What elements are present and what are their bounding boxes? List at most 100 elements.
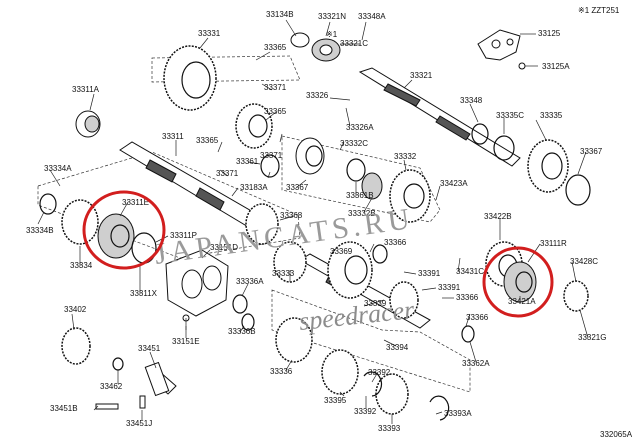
label-33402: 33402: [64, 305, 87, 314]
label-33421a: 33421A: [508, 297, 536, 306]
label-33335: 33335: [540, 111, 563, 120]
highlight-33311e: [82, 190, 166, 270]
label-33391-b: 33391: [438, 283, 461, 292]
label-33423a: 33423A: [440, 179, 468, 188]
clip-33393a: [429, 395, 450, 421]
shift-fork-bracket: [477, 29, 521, 61]
label-33451j: 33451J: [126, 419, 152, 428]
pin-33451j: [139, 395, 146, 409]
label-33366-c: 33366: [466, 313, 489, 322]
diagram-code: 332065A: [600, 430, 633, 439]
label-33321g: 33321G: [578, 333, 606, 342]
label-33151e: 33151E: [172, 337, 200, 346]
label-33332b: 33332B: [348, 209, 376, 218]
label-33125a: 33125A: [542, 62, 570, 71]
bolt-33125a: [518, 62, 538, 70]
label-33394: 33394: [386, 343, 409, 352]
ring-33336a: [232, 294, 248, 314]
ring-33362a: [461, 325, 475, 343]
label-33422b: 33422B: [484, 212, 512, 221]
gear-33369: [327, 241, 373, 299]
sub-note: ※1: [326, 30, 338, 39]
input-shaft-outline: [37, 151, 301, 259]
label-33336: 33336: [270, 367, 293, 376]
label-33391-a: 33391: [418, 269, 441, 278]
label-33333: 33333: [272, 269, 295, 278]
label-33451b: 33451B: [50, 404, 78, 413]
label-33365-c: 33365: [196, 136, 219, 145]
highlight-33321a: [482, 246, 554, 318]
label-33332c: 33332C: [340, 139, 368, 148]
label-33334a: 33334A: [44, 164, 72, 173]
label-33134b: 33134B: [266, 10, 294, 19]
label-33336b: 33336B: [228, 327, 256, 336]
gear-33395: [321, 349, 359, 395]
label-33321: 33321: [410, 71, 433, 80]
gear-33402: [61, 327, 91, 365]
label-33428c: 33428C: [570, 257, 598, 266]
label-33311p: 33311P: [170, 231, 197, 240]
label-33451: 33451: [138, 344, 161, 353]
label-33151d: 33151D: [210, 243, 238, 252]
label-33367-a: 33367: [580, 147, 603, 156]
label-33366-a: 33366: [384, 238, 407, 247]
label-33431c: 33431C: [456, 267, 484, 276]
model-note: ※1 ZZT251: [578, 6, 620, 15]
ring-33334a: [39, 193, 57, 215]
label-33361: 33361: [236, 157, 259, 166]
label-33365-a: 33365: [264, 43, 287, 52]
label-33311x: 33311X: [130, 289, 158, 298]
label-33366-b: 33366: [456, 293, 479, 302]
label-33368: 33368: [280, 211, 303, 220]
label-33362a: 33362A: [462, 359, 490, 368]
shaft-33451: [144, 361, 177, 397]
label-33311: 33311: [162, 132, 184, 141]
label-33361b: 33361B: [346, 191, 374, 200]
label-33183a: 33183A: [240, 183, 268, 192]
label-33311a: 33311A: [72, 85, 100, 94]
ring-33462: [112, 357, 124, 371]
label-33392-b: 33392: [354, 407, 377, 416]
bearing-33311e: [97, 213, 135, 259]
shaft-bearing-top: [290, 32, 341, 62]
label-33111r: 33111R: [540, 239, 567, 248]
gear-33336: [275, 317, 313, 363]
counter-shaft-outline: [281, 135, 441, 223]
output-shaft: [358, 67, 521, 167]
label-33334b: 33334B: [26, 226, 54, 235]
sleeve-33332c: [295, 137, 325, 175]
ring-33361b: [346, 158, 366, 182]
label-33395: 33395: [324, 396, 347, 405]
bearing-retainer-33151d: [165, 249, 229, 317]
gear-33368: [245, 203, 279, 245]
label-33125: 33125: [538, 29, 561, 38]
lower-outline: [271, 289, 471, 393]
label-33365-b: 33365: [264, 107, 287, 116]
part-labels: 33134B 33321N 33348A 33125 33321C 33331 …: [26, 10, 606, 433]
label-33348: 33348: [460, 96, 483, 105]
label-33371-c: 33371: [216, 169, 239, 178]
label-33326a: 33326A: [346, 123, 374, 132]
label-33367-b: 33367: [286, 183, 309, 192]
label-33348a: 33348A: [358, 12, 386, 21]
gear-33339: [389, 281, 419, 319]
label-33321n: 33321N: [318, 12, 346, 21]
bolt-33451b: [95, 403, 119, 410]
label-33371-b: 33371: [260, 151, 283, 160]
label-33331: 33331: [198, 29, 221, 38]
ring-33335c: [493, 135, 515, 161]
ring-33336b: [241, 313, 255, 331]
ring-33367: [565, 174, 591, 206]
ring-33361: [260, 154, 280, 178]
gear-33335: [527, 139, 569, 193]
ring-33366: [372, 244, 388, 264]
label-33326: 33326: [306, 91, 329, 100]
input-shaft: [119, 141, 261, 229]
gear-33365: [235, 103, 273, 149]
label-33321c: 33321C: [340, 39, 368, 48]
label-33392-a: 33392: [368, 368, 391, 377]
clip-33392: [363, 371, 382, 397]
label-33339: 33339: [364, 299, 387, 308]
label-33335c: 33335C: [496, 111, 524, 120]
